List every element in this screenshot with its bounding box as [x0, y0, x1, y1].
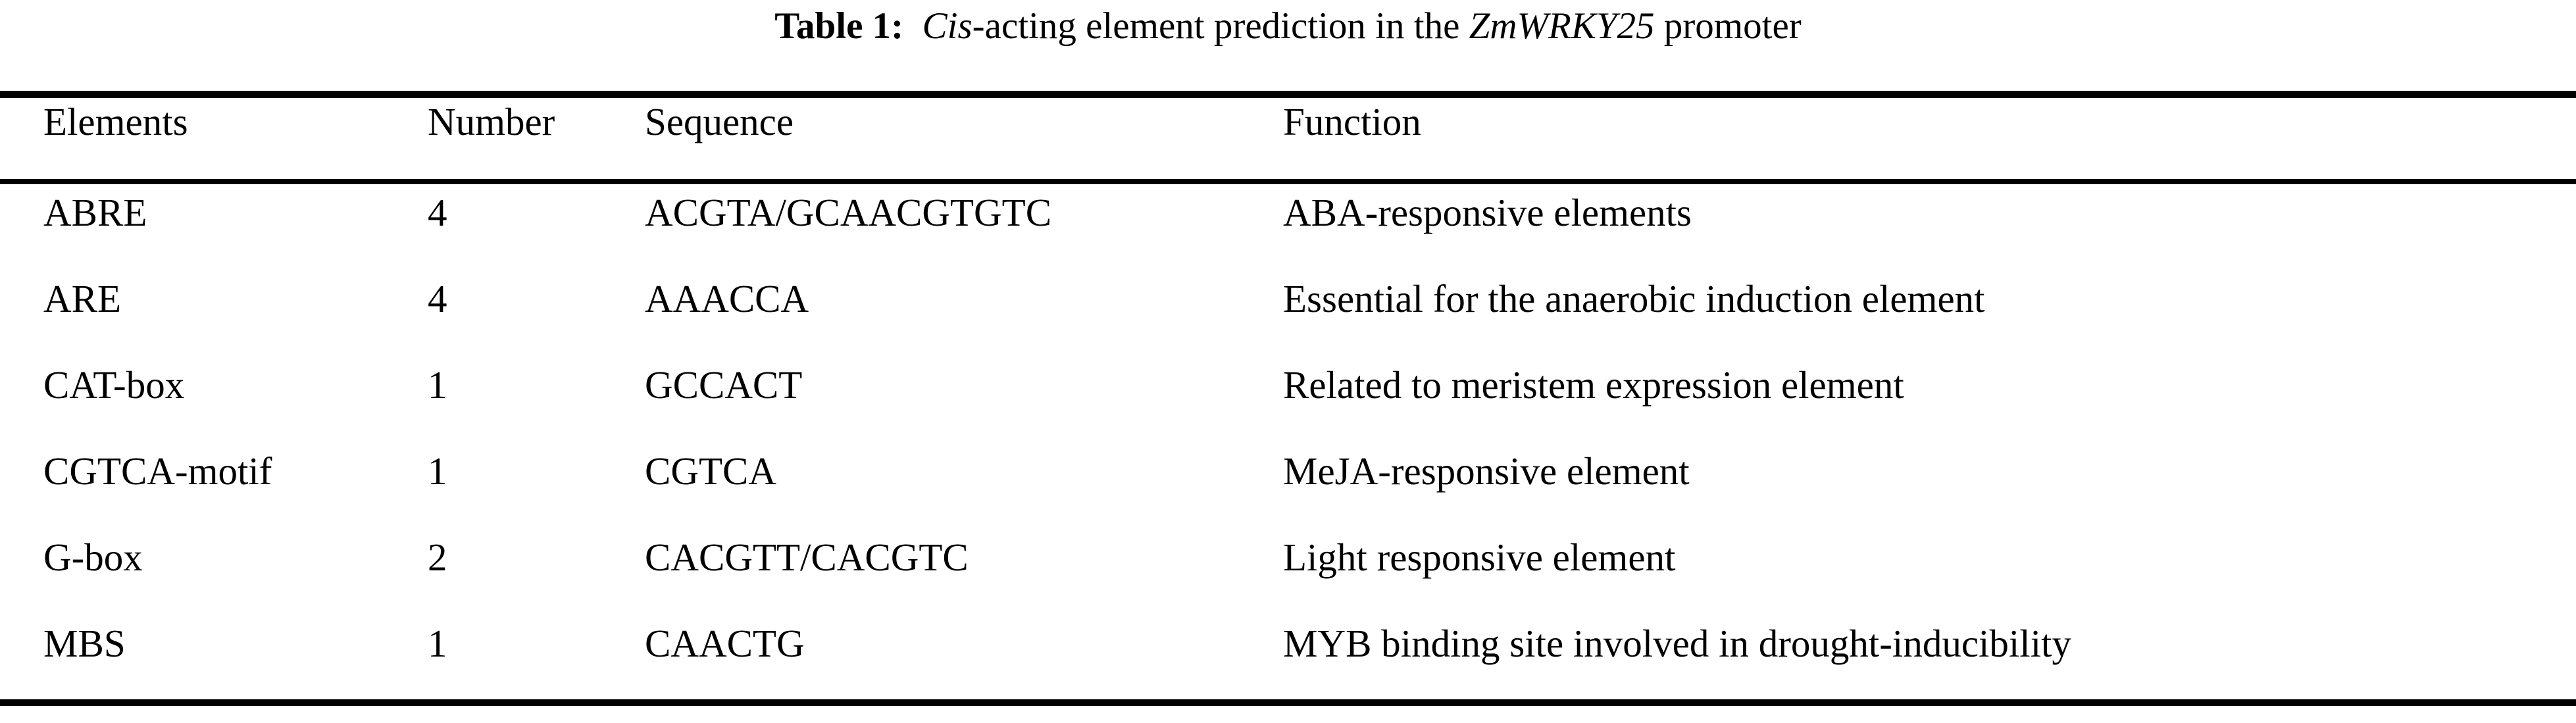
table-header-row: Elements Number Sequence Function — [0, 103, 2576, 179]
cell-element: MBS — [43, 622, 126, 665]
cell-number: 1 — [428, 363, 447, 407]
column-header-number: Number — [428, 100, 555, 143]
cell-sequence: GCCACT — [645, 363, 803, 407]
caption-italic-cis: Cis — [922, 5, 972, 47]
table-caption: Table 1: Cis-acting element prediction i… — [0, 4, 2576, 48]
cell-sequence: ACGTA/GCAACGTGTC — [645, 191, 1052, 234]
table-row: CAT-box 1 GCCACT Related to meristem exp… — [0, 366, 2576, 452]
cell-number: 1 — [428, 622, 447, 665]
caption-label: Table 1: — [774, 5, 904, 47]
table-row: ARE 4 AAACCA Essential for the anaerobic… — [0, 280, 2576, 366]
caption-gap — [903, 5, 922, 47]
cell-element: CAT-box — [43, 363, 185, 407]
caption-plain-2: promoter — [1654, 5, 1802, 47]
cell-function: Related to meristem expression element — [1283, 363, 1904, 407]
caption-plain-1: -acting element prediction in the — [972, 5, 1469, 47]
cell-sequence: AAACCA — [645, 277, 809, 320]
cell-function: MeJA-responsive element — [1283, 449, 1690, 493]
cell-function: MYB binding site involved in drought-ind… — [1283, 622, 2071, 665]
table-row: ABRE 4 ACGTA/GCAACGTGTC ABA-responsive e… — [0, 179, 2576, 280]
cell-element: G-box — [43, 536, 143, 579]
table-row: G-box 2 CACGTT/CACGTC Light responsive e… — [0, 538, 2576, 624]
cell-element: CGTCA-motif — [43, 449, 272, 493]
cell-function: Essential for the anaerobic induction el… — [1283, 277, 1985, 320]
table-header-rule — [0, 179, 2576, 184]
table-row: CGTCA-motif 1 CGTCA MeJA-responsive elem… — [0, 452, 2576, 538]
column-header-function: Function — [1283, 100, 1421, 143]
table-bottom-rule — [0, 699, 2576, 706]
cell-sequence: CAACTG — [645, 622, 805, 665]
cell-function: ABA-responsive elements — [1283, 191, 1692, 234]
cell-sequence: CGTCA — [645, 449, 776, 493]
column-header-elements: Elements — [43, 100, 188, 143]
cell-number: 2 — [428, 536, 447, 579]
table-top-rule — [0, 91, 2576, 98]
cell-number: 1 — [428, 449, 447, 493]
table-row: MBS 1 CAACTG MYB binding site involved i… — [0, 624, 2576, 711]
cell-number: 4 — [428, 191, 447, 234]
column-header-sequence: Sequence — [645, 100, 794, 143]
cell-number: 4 — [428, 277, 447, 320]
cis-element-table: Elements Number Sequence Function ABRE 4… — [0, 103, 2576, 711]
cell-element: ARE — [43, 277, 121, 320]
cell-element: ABRE — [43, 191, 147, 234]
cell-function: Light responsive element — [1283, 536, 1676, 579]
caption-italic-gene: ZmWRKY25 — [1469, 5, 1655, 47]
cell-sequence: CACGTT/CACGTC — [645, 536, 969, 579]
